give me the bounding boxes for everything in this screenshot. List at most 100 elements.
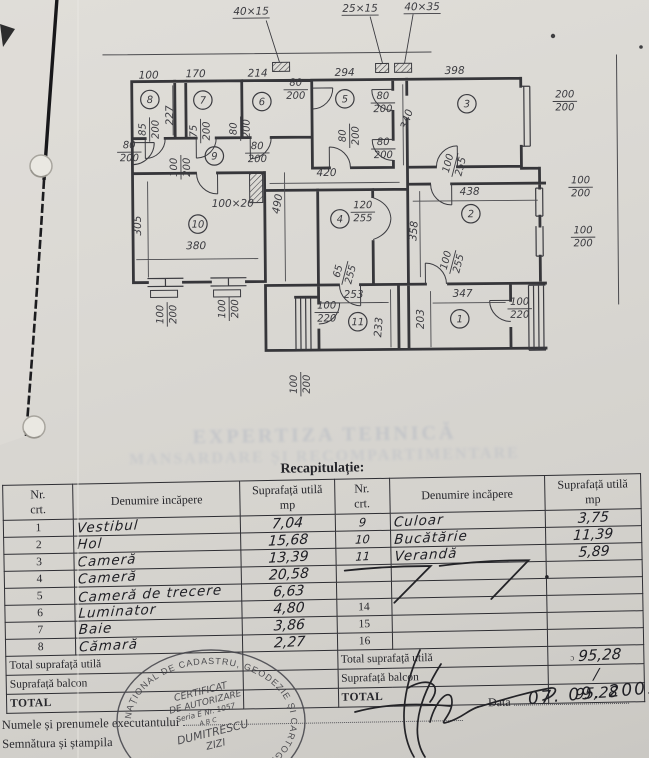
svg-text:170: 170 — [186, 68, 206, 80]
flue-leader-lines — [265, 14, 414, 64]
svg-text:203: 203 — [415, 309, 427, 329]
svg-text:200: 200 — [351, 126, 362, 145]
svg-text:255: 255 — [343, 264, 358, 285]
svg-text:8: 8 — [147, 95, 153, 106]
area-value-cell — [546, 593, 644, 613]
svg-text:200: 200 — [248, 154, 267, 165]
dimension-label: 233 — [372, 317, 386, 338]
svg-text:100: 100 — [155, 305, 166, 324]
area-value-cell: 5,89 — [545, 542, 643, 562]
svg-text:9: 9 — [211, 151, 217, 162]
area-value-cell: 6,63 — [241, 582, 337, 602]
svg-text:7: 7 — [200, 96, 207, 107]
svg-text:398: 398 — [445, 65, 465, 77]
dimension-label: 305 — [132, 215, 144, 235]
room-number-2: 2 — [461, 203, 481, 224]
col-header-denumire: Denumire incăpere — [72, 481, 241, 520]
dimension-label: 227 — [164, 105, 176, 125]
door-arcs — [132, 87, 511, 325]
row-number-cell — [335, 581, 392, 600]
row-number-cell: 4 — [4, 570, 75, 589]
svg-text:100: 100 — [510, 297, 529, 308]
svg-text:200: 200 — [555, 102, 574, 113]
room-number-1: 1 — [449, 309, 470, 329]
stamp-line-zizi: ZIZI — [204, 737, 227, 753]
svg-text:200: 200 — [230, 299, 241, 318]
area-value-cell — [546, 576, 643, 596]
svg-text:6: 6 — [259, 97, 265, 108]
col-header-nr-crt: Nr.crt. — [334, 478, 390, 515]
col-header-nr-crt: Nr.crt. — [2, 484, 74, 521]
dimension-label: 347 — [452, 288, 472, 300]
dimension-label: 340 — [398, 108, 416, 131]
dimension-label: 253 — [343, 289, 363, 301]
row-number-cell: 14 — [336, 598, 392, 617]
svg-text:358: 358 — [407, 220, 421, 241]
svg-text:214: 214 — [248, 67, 268, 79]
svg-text:80: 80 — [251, 141, 264, 152]
date-row: Data 07. 09. 2001 — [487, 678, 649, 710]
svg-text:75: 75 — [189, 125, 200, 138]
svg-text:65: 65 — [332, 264, 346, 279]
certification-stamp: NAȚIONAL DE CADASTRU, GEODEZIE ȘI CARTOG… — [116, 649, 306, 758]
dimension-label: 100 — [139, 69, 159, 81]
dimension-label: 380 — [186, 240, 206, 252]
svg-text:233: 233 — [372, 317, 386, 338]
svg-text:255: 255 — [451, 253, 466, 274]
row-number-cell: 5 — [4, 587, 75, 606]
svg-text:80: 80 — [123, 140, 136, 151]
dimension-label: 170 — [186, 68, 206, 80]
room-number-9: 9 — [204, 146, 225, 166]
svg-text:200: 200 — [555, 89, 574, 100]
thin-boundary-lines — [102, 51, 620, 305]
date-label: Data — [487, 694, 511, 710]
row-number-cell: 16 — [336, 632, 393, 651]
svg-text:100: 100 — [439, 250, 454, 271]
chimney-hatch-boxes — [248, 61, 413, 204]
svg-text:25×15: 25×15 — [342, 3, 378, 15]
svg-text:100: 100 — [317, 300, 336, 311]
room-number-4: 4 — [330, 209, 350, 229]
svg-text:255: 255 — [453, 156, 468, 177]
svg-text:305: 305 — [132, 215, 144, 235]
svg-text:200: 200 — [286, 91, 305, 102]
dimension-label: 398 — [445, 65, 465, 77]
svg-text:200: 200 — [302, 375, 313, 394]
svg-text:420: 420 — [316, 167, 336, 179]
svg-text:200: 200 — [571, 188, 590, 199]
svg-text:5: 5 — [342, 94, 348, 105]
row-number-cell — [335, 564, 392, 583]
svg-text:100: 100 — [289, 375, 300, 394]
svg-text:347: 347 — [452, 288, 472, 300]
svg-text:10: 10 — [192, 220, 205, 231]
svg-text:100: 100 — [573, 225, 592, 236]
svg-text:4: 4 — [337, 214, 343, 225]
svg-text:255: 255 — [353, 213, 372, 224]
dimension-label: 214 — [248, 67, 268, 79]
svg-text:490: 490 — [270, 193, 285, 215]
dimension-label: 358 — [407, 220, 421, 241]
svg-text:80: 80 — [338, 129, 349, 142]
room-number-8: 8 — [140, 89, 160, 110]
svg-text:85: 85 — [138, 123, 149, 136]
svg-text:200: 200 — [120, 153, 139, 164]
svg-text:227: 227 — [164, 105, 176, 125]
